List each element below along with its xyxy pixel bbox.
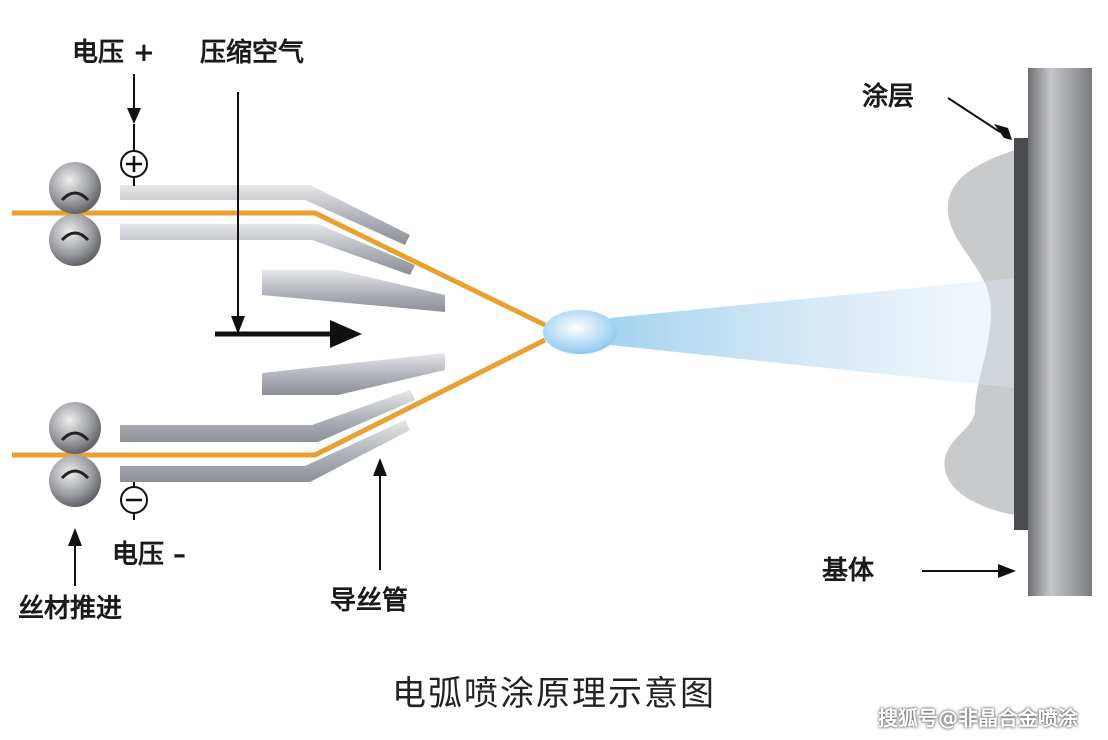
- label-voltage-pos: 电压 +: [72, 38, 155, 68]
- label-substrate: 基体: [822, 556, 875, 586]
- guide-tube-upper: [120, 185, 415, 275]
- label-voltage-neg: 电压 –: [112, 540, 187, 570]
- diagram-caption: 电弧喷涂原理示意图: [392, 674, 716, 714]
- wire-upper: [12, 210, 547, 328]
- label-coating: 涂层: [862, 82, 915, 112]
- arrow-compressed-air-flow-icon: [215, 320, 362, 348]
- arrow-voltage-pos-icon: [127, 74, 141, 124]
- roller: [49, 162, 101, 214]
- plus-symbol-icon: [120, 124, 148, 186]
- air-nozzle: [262, 270, 445, 395]
- spray-cone: [610, 278, 1015, 388]
- arrow-compressed-air-down-icon: [231, 92, 245, 334]
- roller: [49, 214, 101, 266]
- label-compressed-air: 压缩空气: [200, 38, 305, 68]
- arrow-substrate-icon: [922, 564, 1016, 578]
- arrow-wire-guide-icon: [373, 458, 387, 570]
- arrow-wire-feed-icon: [68, 528, 82, 586]
- guide-tube-lower: [120, 390, 415, 482]
- coating-cloud: [944, 150, 1015, 515]
- coating-layer: [1014, 138, 1028, 530]
- label-wire-feed: 丝材推进: [18, 594, 123, 624]
- wire-lower: [12, 337, 547, 458]
- roller: [49, 402, 101, 454]
- substrate: [1028, 68, 1092, 596]
- label-wire-guide: 导丝管: [330, 586, 409, 616]
- arrow-coating-icon: [947, 97, 1012, 140]
- arc-droplet: [543, 310, 617, 354]
- minus-symbol-icon: [120, 482, 148, 520]
- roller: [49, 455, 101, 507]
- watermark: 搜狐号@非晶合金喷涂: [878, 706, 1078, 730]
